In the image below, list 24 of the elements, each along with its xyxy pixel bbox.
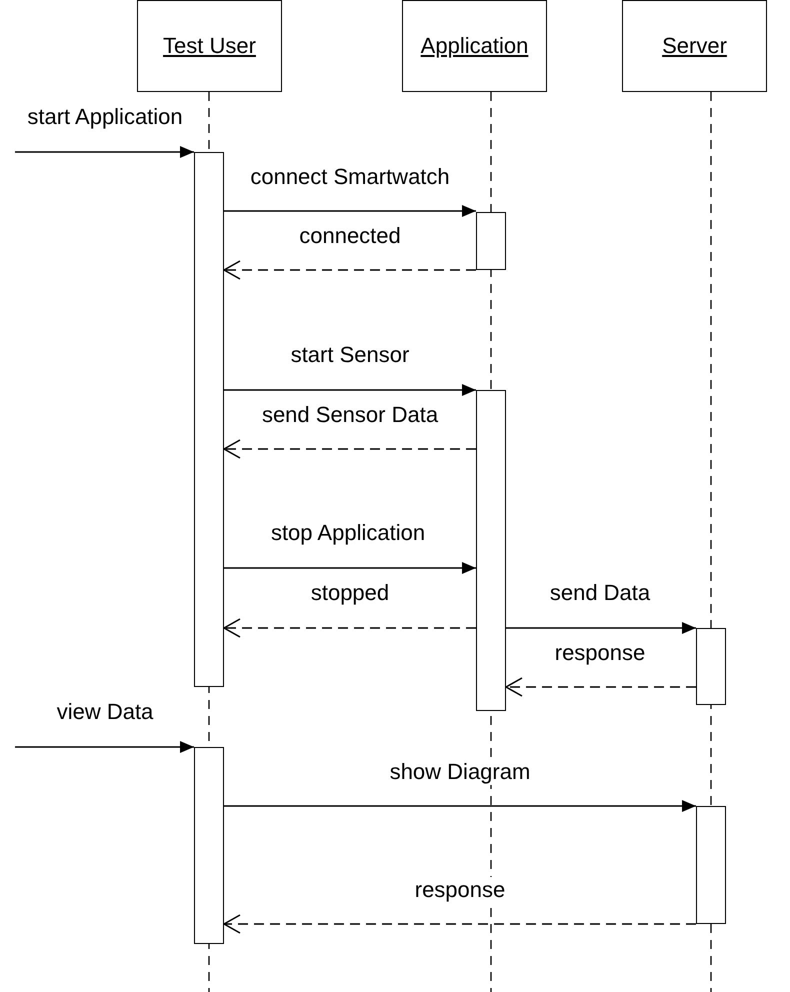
lifeline-header-box: [402, 0, 547, 92]
activation-bar: [194, 747, 224, 944]
message-arrow: [15, 146, 194, 158]
participant-name: Application: [420, 33, 528, 59]
message-arrow: [224, 562, 476, 574]
activation-bar: [696, 806, 726, 924]
message-arrow: [15, 741, 194, 753]
lifeline-header-box: [622, 0, 767, 92]
message-arrow: [224, 384, 476, 396]
activation-bar: [476, 212, 506, 270]
return-message-arrow: [505, 677, 696, 697]
activation-bar: [696, 628, 726, 705]
return-message-arrow: [223, 914, 696, 934]
lifeline-header-box: [137, 0, 282, 92]
activation-bar: [194, 152, 224, 687]
return-message-arrow: [223, 439, 476, 459]
participant-name: Test User: [163, 33, 256, 59]
return-message-arrow: [223, 260, 476, 280]
participant-name: Server: [662, 33, 727, 59]
message-arrow: [506, 622, 696, 634]
message-arrow: [224, 205, 476, 217]
return-message-arrow: [223, 618, 476, 638]
activation-bar: [476, 390, 506, 711]
message-arrow: [224, 800, 696, 812]
